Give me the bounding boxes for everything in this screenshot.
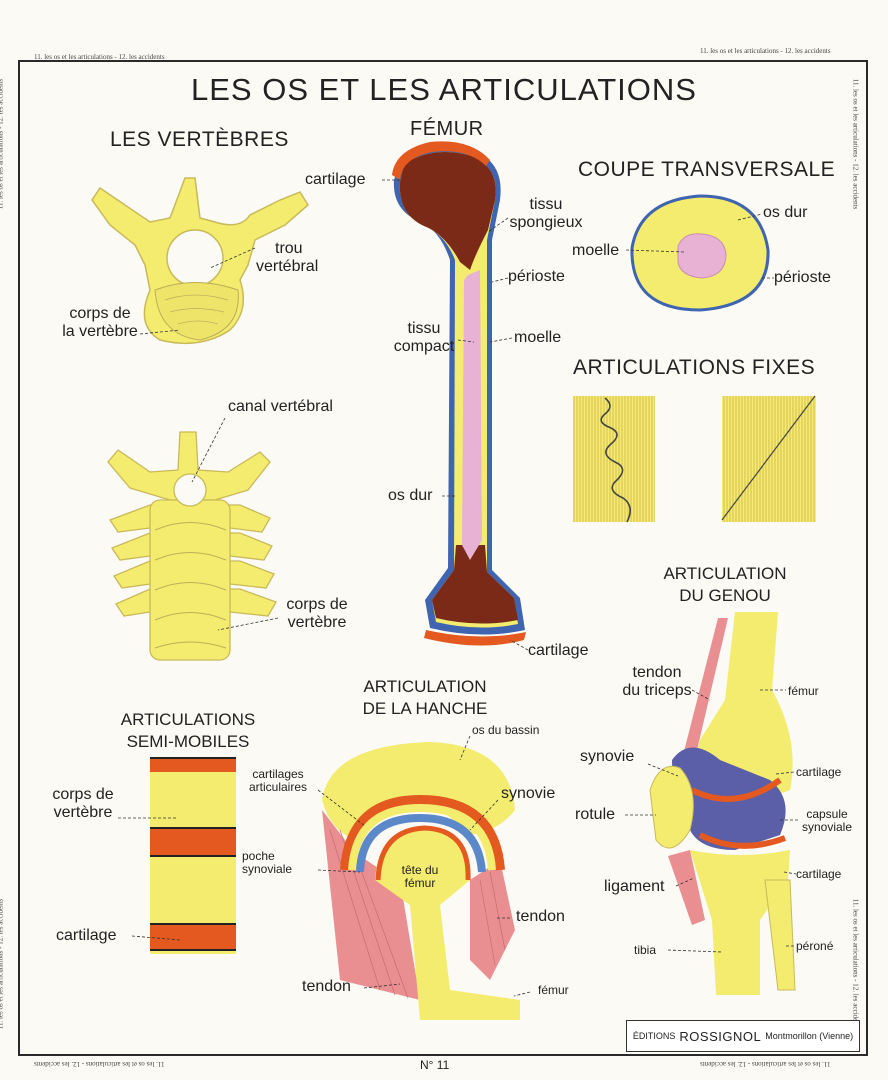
label-semi-cartilage: cartilage xyxy=(56,927,117,944)
label-tissu-compact: tissu compact xyxy=(388,320,460,356)
poster-title: LES OS ET LES ARTICULATIONS xyxy=(191,72,697,107)
publisher-box: ÉDITIONS ROSSIGNOL Montmorillon (Vienne) xyxy=(626,1020,860,1052)
label-trou-vertebral: vertébral xyxy=(256,258,319,275)
edge-text-top-right: 11. les os et les articulations - 12. le… xyxy=(700,47,831,55)
heading-semi-line1: ARTICULATIONS xyxy=(120,710,256,729)
heading-fixes: ARTICULATIONS FIXES xyxy=(573,356,816,379)
heading-semi: ARTICULATIONS SEMI-MOBILES xyxy=(108,709,268,753)
publisher-city: Montmorillon (Vienne) xyxy=(765,1031,854,1041)
label-trou: trou xyxy=(275,240,303,258)
label-semi-corps-line1: corps de xyxy=(52,786,114,803)
label-femur-periosteum: périoste xyxy=(508,268,565,285)
label-hanche-femur: fémur xyxy=(538,983,569,997)
label-tissu-compact-line1: tissu xyxy=(407,320,441,337)
label-genou-tendon: tendon du triceps xyxy=(612,664,702,700)
label-genou-ligament: ligament xyxy=(604,878,665,895)
label-hanche-tete-line2: fémur xyxy=(404,876,436,890)
label-corps-vertebre-line2: la vertèbre xyxy=(62,323,138,340)
label-coupe-os-dur: os dur xyxy=(763,204,808,221)
label-corps-de-vertebre-line1: corps de xyxy=(286,596,348,613)
label-semi-poche-line1: poche xyxy=(242,849,275,863)
label-coupe-moelle: moelle xyxy=(572,242,620,259)
label-femur-moelle: moelle xyxy=(514,329,562,346)
heading-hanche-line2: DE LA HANCHE xyxy=(362,699,488,718)
label-semi-corps-line2: vertèbre xyxy=(53,804,113,821)
label-genou-cartilage-top: cartilage xyxy=(796,765,842,779)
heading-genou-line2: DU GENOU xyxy=(679,586,771,605)
label-genou-rotule: rotule xyxy=(575,806,616,823)
label-corps-de-vertebre-line2: vertèbre xyxy=(287,614,347,631)
label-corps-vertebre: corps de la vertèbre xyxy=(55,305,145,341)
label-hanche-tendon-bottom: tendon xyxy=(302,978,351,995)
label-semi-poche: poche synoviale xyxy=(242,850,292,876)
label-semi-cartilages-line2: articulaires xyxy=(248,780,308,794)
publisher-editions: ÉDITIONS xyxy=(632,1031,676,1041)
label-genou-cartilage-bottom: cartilage xyxy=(796,867,842,881)
label-hanche-synovie: synovie xyxy=(501,785,556,802)
heading-genou-line1: ARTICULATION xyxy=(663,564,787,583)
poster-frame xyxy=(18,60,868,1056)
label-semi-poche-line2: synoviale xyxy=(242,862,293,876)
label-corps-vertebre-line1: corps de xyxy=(69,305,131,322)
heading-genou: ARTICULATION DU GENOU xyxy=(650,563,800,607)
heading-hanche: ARTICULATION DE LA HANCHE xyxy=(345,676,505,720)
heading-vertebres: LES VERTÈBRES xyxy=(110,128,289,151)
poster-number: N° 11 xyxy=(420,1058,450,1072)
label-tissu-compact-line2: compact xyxy=(393,338,455,355)
label-genou-capsule-line1: capsule xyxy=(806,807,848,821)
heading-hanche-line1: ARTICULATION xyxy=(363,677,487,696)
label-tissu-spongieux-line2: spongieux xyxy=(509,214,583,231)
label-canal-vertebral: canal vertébral xyxy=(228,398,333,415)
label-corps-de-vertebre: corps de vertèbre xyxy=(272,596,362,632)
label-genou-capsule-line2: synoviale xyxy=(801,820,853,834)
label-semi-cartilages: cartilages articulaires xyxy=(238,768,318,794)
label-trou-line1: trou xyxy=(275,240,303,257)
edge-text-top-left: 11. les os et les articulations - 12. le… xyxy=(34,53,165,61)
label-genou-femur: fémur xyxy=(788,684,819,698)
label-semi-cartilages-line1: cartilages xyxy=(252,767,304,781)
label-semi-corps: corps de vertèbre xyxy=(38,786,128,822)
label-hanche-bassin: os du bassin xyxy=(472,723,540,737)
label-tissu-spongieux: tissu spongieux xyxy=(506,196,586,232)
label-genou-tibia: tibia xyxy=(634,943,657,957)
label-femur-cartilage-top: cartilage xyxy=(305,171,366,188)
label-genou-tendon-line1: tendon xyxy=(632,664,682,681)
label-genou-perone: péroné xyxy=(796,939,834,953)
label-genou-tendon-line2: du triceps xyxy=(622,682,692,699)
label-femur-os-dur: os dur xyxy=(388,487,433,504)
label-coupe-periosteum: périoste xyxy=(774,269,831,286)
label-femur-cartilage-bottom: cartilage xyxy=(528,642,589,659)
heading-coupe: COUPE TRANSVERSALE xyxy=(578,158,836,181)
label-genou-capsule: capsule synoviale xyxy=(796,808,858,834)
publisher-name: ROSSIGNOL xyxy=(679,1028,762,1044)
label-tissu-spongieux-line1: tissu xyxy=(529,196,563,213)
label-hanche-tendon-right: tendon xyxy=(516,908,565,925)
heading-femur: FÉMUR xyxy=(410,118,484,140)
label-hanche-tete-line1: tête du xyxy=(401,863,439,877)
heading-semi-line2: SEMI-MOBILES xyxy=(126,732,250,751)
label-genou-synovie: synovie xyxy=(580,748,635,765)
label-hanche-tete: tête du fémur xyxy=(385,864,455,890)
